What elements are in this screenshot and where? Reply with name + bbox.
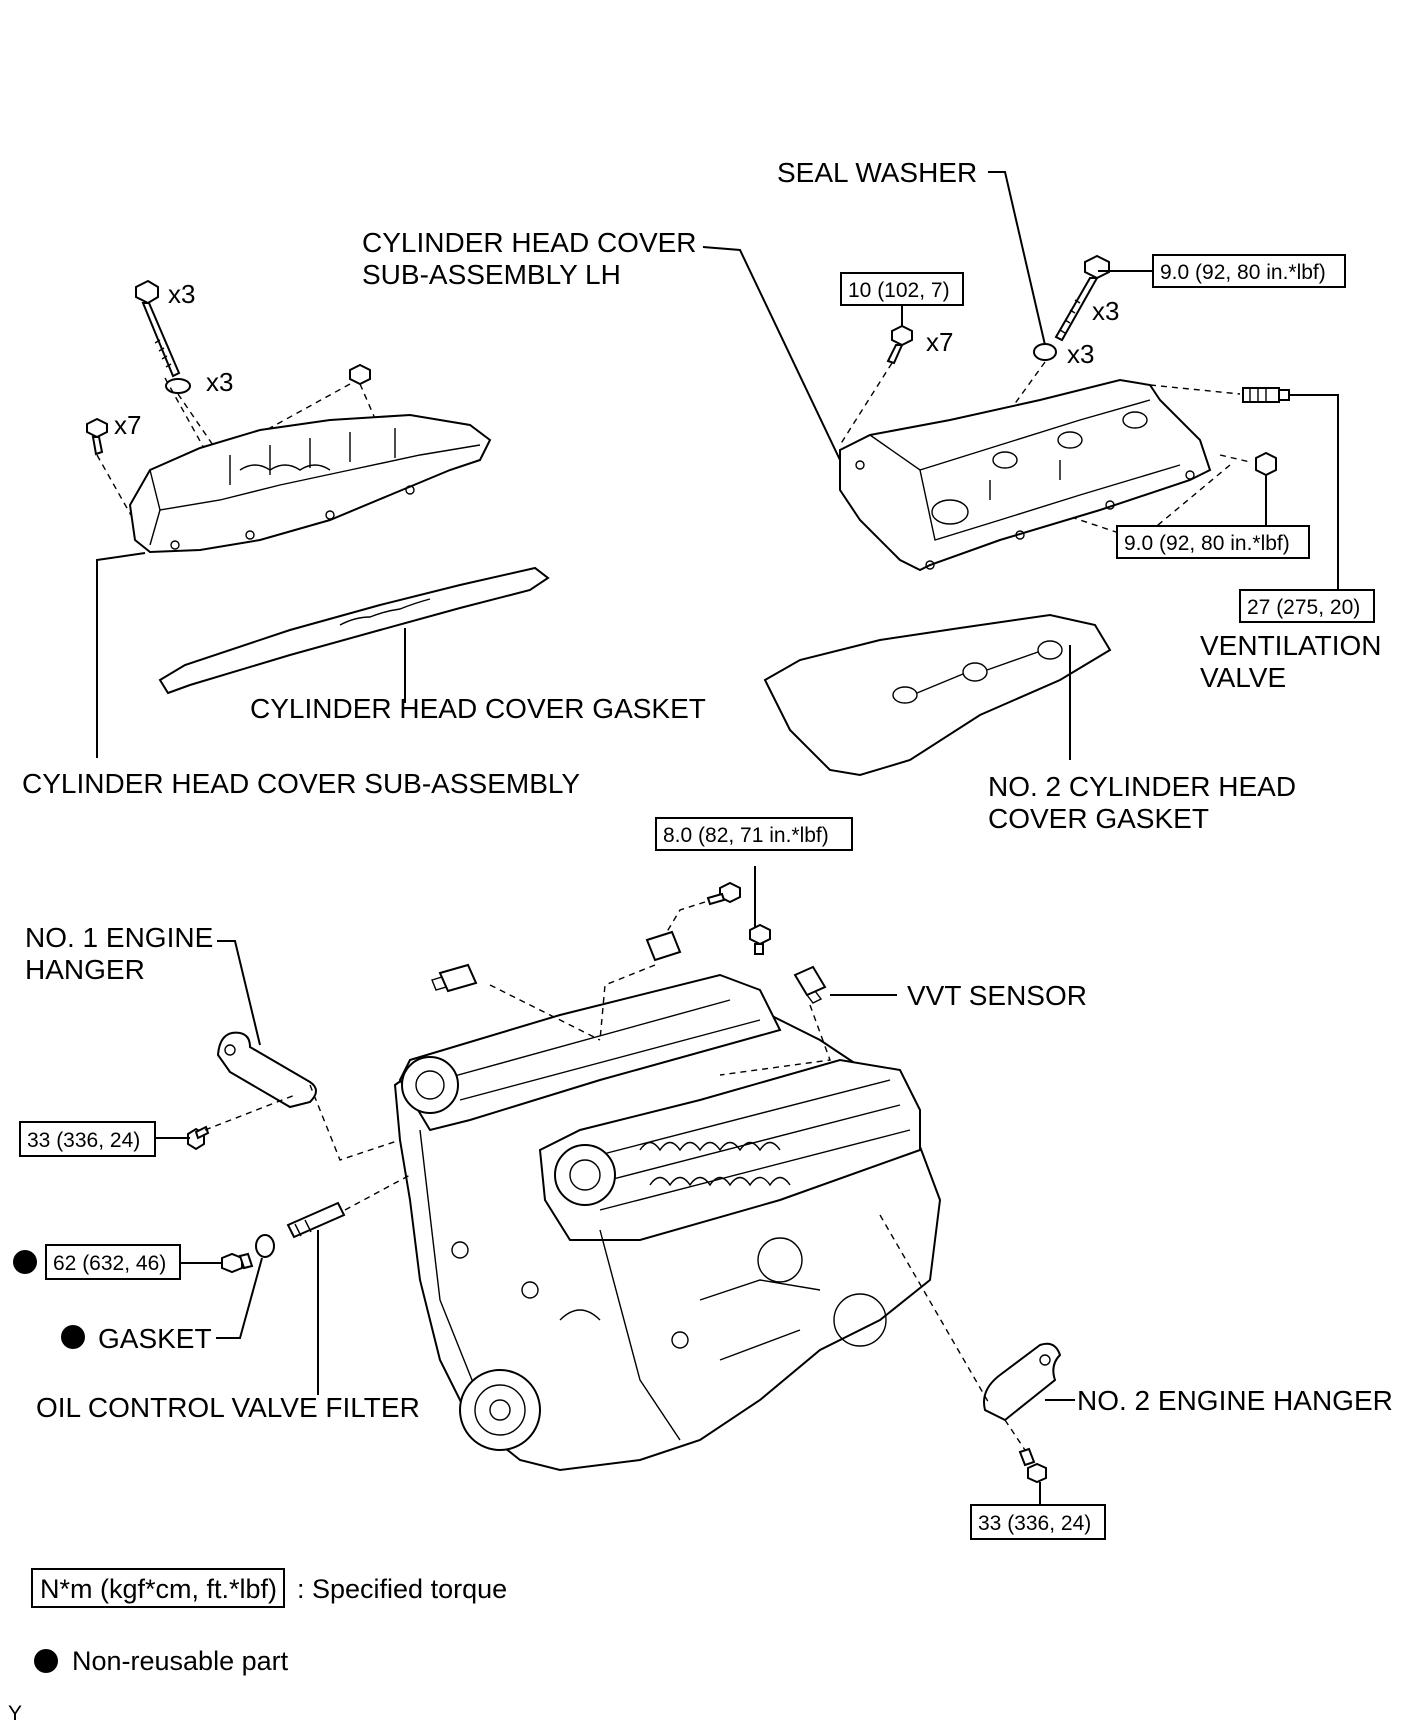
ventilation-valve-icon bbox=[1242, 387, 1290, 403]
torque-vvt-sensor: 8.0 (82, 71 in.*lbf) bbox=[663, 824, 829, 847]
vvt-sensor-icon bbox=[793, 965, 827, 1004]
cylinder-head-cover-lh-illustration bbox=[86, 279, 492, 554]
cover-bolt-x7-icon bbox=[86, 417, 108, 456]
ventilation-valve-label-line1: VENTILATION bbox=[1200, 630, 1382, 661]
legend-non-reusable-marker bbox=[34, 1649, 58, 1673]
seal-washer-label: SEAL WASHER bbox=[777, 157, 977, 188]
cylinder-head-cover-gasket-illustration bbox=[158, 566, 550, 695]
cover-nut-right-icon bbox=[1255, 451, 1277, 477]
no2-cylinder-head-cover-gasket-illustration bbox=[763, 613, 1112, 777]
engine-block-illustration bbox=[393, 973, 942, 1472]
vvt-sensor-label: VVT SENSOR bbox=[907, 980, 1087, 1011]
cylinder-head-cover-gasket-label: CYLINDER HEAD COVER GASKET bbox=[250, 693, 706, 724]
cylinder-head-cover-sub-assembly-label: CYLINDER HEAD COVER SUB-ASSEMBLY bbox=[22, 768, 580, 799]
legend-non-reusable-description: Non-reusable part bbox=[72, 1646, 289, 1676]
hanger1-bolt-icon bbox=[187, 1125, 210, 1151]
qty-right-washer: x3 bbox=[1067, 339, 1094, 369]
non-reusable-marker-gasket bbox=[61, 1325, 85, 1349]
seal-washer-icon bbox=[165, 378, 191, 394]
no1-engine-hanger-icon bbox=[216, 1031, 317, 1109]
vvt-bolt-icon bbox=[749, 923, 771, 955]
qty-right-bolt3: x3 bbox=[1092, 296, 1119, 326]
cover-bolt-x7-right-icon bbox=[886, 324, 913, 365]
gasket-label: GASKET bbox=[98, 1323, 212, 1354]
qty-left-bolt7: x7 bbox=[114, 410, 141, 440]
ocv-bolt-icon bbox=[706, 881, 741, 906]
legend-torque-description: : Specified torque bbox=[297, 1574, 507, 1604]
no1-engine-hanger-label-line1: NO. 1 ENGINE bbox=[25, 922, 213, 953]
cover-nut-icon bbox=[349, 363, 371, 386]
oil-control-valve-2-icon bbox=[645, 930, 682, 962]
torque-no1-hanger: 33 (336, 24) bbox=[27, 1129, 140, 1152]
non-reusable-marker-plug bbox=[13, 1250, 37, 1274]
oil-control-valve-icon bbox=[431, 963, 478, 993]
torque-right-nut: 9.0 (92, 80 in.*lbf) bbox=[1124, 532, 1290, 555]
oil-control-valve-filter-label: OIL CONTROL VALVE FILTER bbox=[36, 1392, 420, 1423]
no2-engine-hanger-icon bbox=[983, 1342, 1062, 1422]
no2-cover-gasket-label-line1: NO. 2 CYLINDER HEAD bbox=[988, 771, 1296, 802]
legend-torque-unit: N*m (kgf*cm, ft.*lbf) bbox=[40, 1574, 277, 1604]
qty-left-bolt: x3 bbox=[168, 279, 195, 309]
figure-code: Y bbox=[8, 1702, 22, 1725]
torque-right-bolt7: 10 (102, 7) bbox=[848, 279, 950, 302]
oil-control-valve-filter-icon bbox=[286, 1201, 346, 1239]
no2-cover-gasket-label-line2: COVER GASKET bbox=[988, 803, 1209, 834]
no2-engine-hanger-label: NO. 2 ENGINE HANGER bbox=[1077, 1385, 1393, 1416]
plug-bolt-icon bbox=[221, 1252, 254, 1274]
cylinder-head-cover-lh-label-line2: SUB-ASSEMBLY LH bbox=[362, 259, 621, 290]
seal-washer-right-icon bbox=[1033, 343, 1057, 361]
no1-engine-hanger-label-line2: HANGER bbox=[25, 954, 145, 985]
qty-right-bolt7: x7 bbox=[926, 327, 953, 357]
torque-ventilation-valve: 27 (275, 20) bbox=[1247, 596, 1360, 619]
ventilation-valve-label-line2: VALVE bbox=[1200, 662, 1286, 693]
torque-plug: 62 (632, 46) bbox=[53, 1252, 166, 1275]
hanger2-bolt-icon bbox=[1018, 1447, 1047, 1484]
gasket-icon bbox=[255, 1234, 275, 1258]
torque-no2-hanger: 33 (336, 24) bbox=[978, 1512, 1091, 1535]
torque-right-bolt3: 9.0 (92, 80 in.*lbf) bbox=[1160, 261, 1326, 284]
qty-left-washer: x3 bbox=[206, 367, 233, 397]
cylinder-head-cover-lh-label-line1: CYLINDER HEAD COVER bbox=[362, 227, 697, 258]
cover-bolt-icon bbox=[135, 279, 181, 378]
